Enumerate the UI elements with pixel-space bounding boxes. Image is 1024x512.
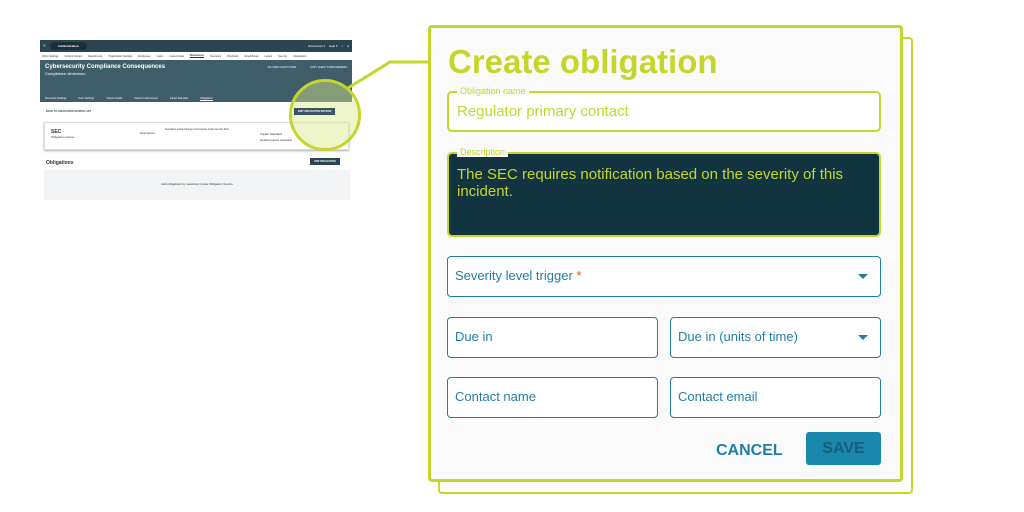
add-obligation-button[interactable]: ADD OBLIGATION [310,158,340,165]
copy-guest-form-link[interactable]: COPY GUEST FORM ADDRESS [310,66,347,69]
contact-email-field[interactable]: Contact email [670,377,881,418]
nav-item[interactable]: Scenarios [209,54,222,58]
nav-item-active[interactable]: Dimensions [189,54,204,58]
impact-value: Default impact standard [260,138,292,142]
contact-name-field[interactable]: Contact name [447,377,658,418]
severity-select[interactable]: Severity level trigger * [447,256,881,297]
page-subtitle: Compliance dimension [45,71,86,76]
view-guest-form-link[interactable]: GO VIEW GUEST FORM [267,66,296,69]
save-button[interactable]: SAVE [806,432,881,465]
nav-item[interactable]: Departments [88,54,103,58]
chevron-down-icon [858,335,868,340]
dialog-title: Create obligation [448,43,718,80]
search-icon[interactable]: ⌕ [341,44,344,48]
nav-item[interactable]: Policy Settings [42,54,59,58]
description-field[interactable]: Description The SEC requires notificatio… [447,147,881,237]
tab-active[interactable]: Obligations [200,97,213,101]
obligations-heading: Obligations [46,160,74,166]
nav-item[interactable]: Integrations [293,54,307,58]
field-placeholder: Due in [455,329,493,344]
nav-item[interactable]: Incident Groups [64,54,83,58]
nav-item[interactable]: Employees [138,54,151,58]
field-label: Obligation name [457,86,529,96]
field-placeholder: Contact name [455,389,536,404]
create-obligation-dialog: Create obligation Obligation name Regula… [428,25,903,482]
tab[interactable]: Custom Field Groups [134,97,158,100]
back-link[interactable]: BACK TO OBLIGATION SOURCE LIST [46,110,92,113]
nav-item[interactable]: Playbooks [227,54,239,58]
cancel-button[interactable]: CANCEL [716,442,783,459]
page-title: Cybersecurity Compliance Consequences [45,64,166,70]
help-menu[interactable]: Help ▾ [328,44,338,48]
field-label: Description [457,147,509,157]
field-value: The SEC requires notification based on t… [457,166,844,200]
tab[interactable]: Dimension Settings [45,97,67,100]
obligation-name-field[interactable]: Obligation name Regulator primary contac… [447,86,881,132]
user-icon[interactable]: ● [347,44,349,48]
nav-item[interactable]: Email Boxes [244,54,259,58]
tab[interactable]: Impact Standard [169,97,189,100]
app-screenshot-thumbnail: ☰ Administration Resources ▾ Help ▾ ⌕ ● … [40,40,352,200]
nav-item[interactable]: Letters [264,54,273,58]
desc-label: Description [140,131,156,135]
select-label: Severity level trigger [455,268,573,283]
empty-state: Add obligations by selecting Create Obli… [44,170,350,200]
impact-label: Impact Standard [260,132,283,136]
due-in-field[interactable]: Due in [447,317,658,358]
desc-value: Securities and Exchange Commission Cyber… [165,128,229,131]
app-name: Administration [49,42,87,50]
source-name: SEC [51,129,62,135]
tab[interactable]: Custom Fields [106,97,123,100]
nav-item[interactable]: Users [156,54,164,58]
nav-item[interactable]: Security [278,54,288,58]
resources-menu[interactable]: Resources ▾ [308,44,325,48]
chevron-down-icon [858,274,868,279]
field-placeholder: Contact email [678,389,758,404]
due-units-select[interactable]: Due in (units of time) [670,317,881,358]
main-nav: Policy Settings Incident Groups Departme… [40,52,352,60]
nav-item[interactable]: Organization Settings [108,54,133,58]
tab[interactable]: Form Settings [78,97,95,100]
top-bar: ☰ Administration Resources ▾ Help ▾ ⌕ ● [40,40,352,52]
menu-icon[interactable]: ☰ [43,44,46,48]
required-marker: * [576,268,582,283]
field-value: Regulator primary contact [457,103,629,120]
highlight-circle [289,79,361,151]
source-type: Obligation source [51,135,75,139]
nav-item[interactable]: Custom Data [169,54,184,58]
select-label: Due in (units of time) [678,329,798,344]
